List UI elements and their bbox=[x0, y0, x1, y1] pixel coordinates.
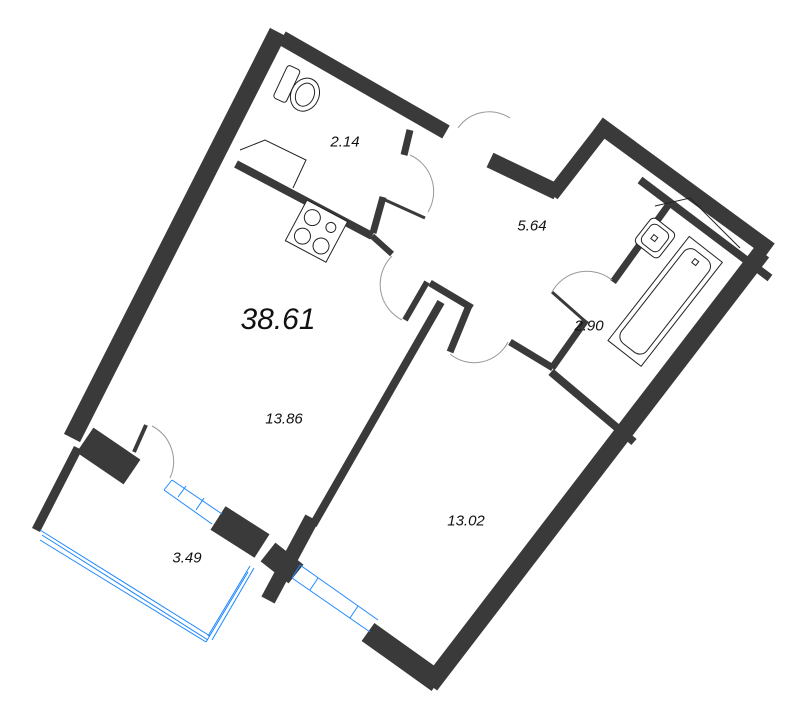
toilet-wall-stub bbox=[400, 129, 414, 156]
kitchen-door-jamb bbox=[402, 280, 430, 322]
balcony-door-frame bbox=[163, 479, 223, 525]
balcony-door-leaf bbox=[132, 424, 148, 453]
room-area-hall: 5.64 bbox=[517, 217, 547, 235]
room-area-kitchen-living: 13.86 bbox=[265, 410, 303, 428]
toilet-door-jamb bbox=[369, 196, 387, 234]
kitchen-door-arc bbox=[379, 255, 403, 321]
toilet-icon bbox=[273, 65, 321, 112]
bath-wall-inner bbox=[637, 176, 773, 282]
toilet-door-arc bbox=[409, 154, 435, 213]
room-area-balcony: 3.49 bbox=[172, 549, 202, 567]
washing-machine-icon bbox=[239, 139, 307, 189]
outer-wall-top bbox=[278, 31, 450, 139]
bath-door-jamb bbox=[549, 317, 589, 371]
hall-wall-top bbox=[486, 152, 561, 200]
balcony-wall-left bbox=[31, 445, 83, 533]
partition-wall-thick bbox=[261, 514, 319, 604]
bedroom-door-jamb bbox=[446, 306, 472, 354]
living-wall-bottom-left bbox=[76, 427, 141, 485]
sink-icon bbox=[634, 217, 676, 259]
outer-wall-right bbox=[422, 246, 770, 691]
partition-wall bbox=[309, 300, 445, 527]
living-wall-bottom-right bbox=[210, 506, 270, 558]
bathtub-icon bbox=[607, 235, 724, 368]
kitchen-wall-end bbox=[369, 233, 395, 257]
glazing bbox=[39, 479, 379, 643]
bath-door-leaf bbox=[551, 290, 587, 324]
room-area-bedroom: 13.02 bbox=[447, 512, 485, 530]
hall-wall-diagonal bbox=[546, 123, 610, 200]
toilet-kitchen-wall bbox=[234, 160, 374, 240]
total-area-label: 38.61 bbox=[240, 303, 316, 336]
toilet-door-leaf bbox=[382, 197, 426, 220]
walls bbox=[31, 27, 775, 691]
door-arcs bbox=[151, 111, 613, 479]
room-area-toilet: 2.14 bbox=[330, 133, 360, 151]
entry-door-arc bbox=[457, 111, 511, 129]
outer-wall-left bbox=[63, 27, 287, 443]
balcony-door-arc bbox=[151, 425, 175, 479]
room-area-bathroom: 2.90 bbox=[574, 317, 604, 335]
shower-screen-icon bbox=[654, 197, 741, 249]
bath-wall-top bbox=[593, 117, 775, 257]
bedroom-window bbox=[291, 564, 379, 633]
bath-wall-bottom bbox=[548, 368, 637, 446]
hall-stub-wall bbox=[428, 279, 474, 312]
stove-icon bbox=[284, 199, 349, 263]
fixtures bbox=[239, 65, 741, 368]
bedroom-wall-top bbox=[508, 339, 555, 371]
bedroom-wall-bottom bbox=[361, 623, 445, 691]
balcony-glazing bbox=[39, 529, 255, 643]
bedroom-door-arc bbox=[449, 341, 509, 364]
bath-door-arc bbox=[551, 270, 613, 293]
